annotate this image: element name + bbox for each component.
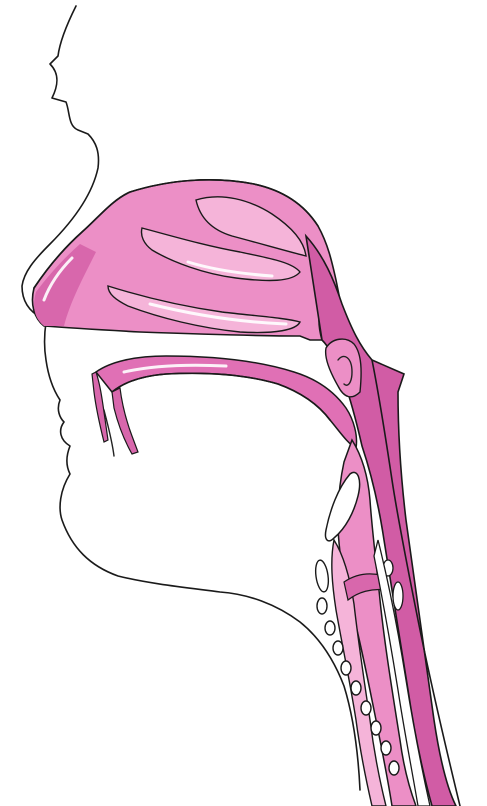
cartilage-ring	[325, 621, 335, 635]
cartilage-ring	[381, 741, 391, 755]
arytenoid-cartilage	[393, 582, 403, 610]
cartilage-ring	[314, 559, 330, 592]
eustachian-tube-opening	[326, 339, 361, 397]
cartilage-ring	[351, 681, 361, 695]
cartilage-ring	[389, 761, 399, 775]
cartilage-ring	[371, 721, 381, 735]
cartilage-ring	[341, 661, 351, 675]
cartilage-ring	[317, 598, 327, 614]
cartilage-ring	[333, 641, 343, 655]
lower-lip-mucosa	[112, 388, 138, 454]
cartilage-ring	[361, 701, 371, 715]
